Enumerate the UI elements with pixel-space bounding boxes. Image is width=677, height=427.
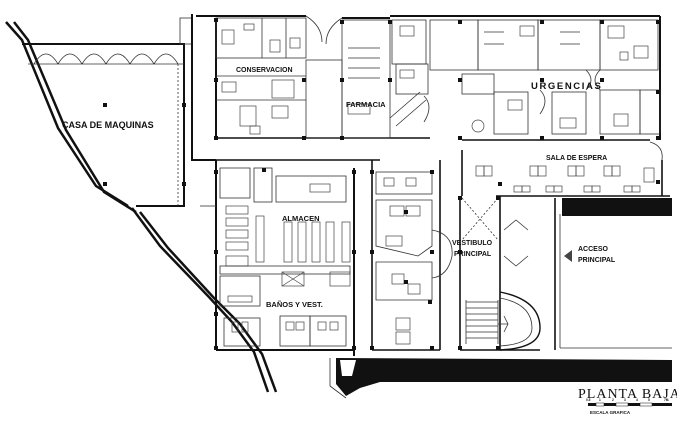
building-shell [191, 14, 672, 356]
acceso-arrow [564, 250, 572, 262]
scale-bar [588, 402, 672, 407]
room-label-conservacion: CONSERVACION [236, 67, 293, 74]
scale-tick: 7M. [664, 398, 669, 402]
room-label-farmacia: FARMACIA [346, 100, 386, 109]
urgencias-block [429, 19, 661, 135]
room-label-almacen: ALMACEN [282, 214, 320, 223]
casa-de-maquinas-room [22, 17, 193, 207]
banos-block [219, 275, 347, 347]
site-boundary [5, 21, 278, 393]
scale-caption: ESCALA GRAFICA [590, 410, 631, 415]
north-arrow-icon [593, 367, 607, 379]
vestibulo-stair [461, 197, 541, 351]
almacen-block [219, 167, 351, 287]
title-block: PLANTA BAJA 0.5 1 2 3 4 5 7M. ESCALA GRA… [578, 367, 677, 415]
structural-columns [214, 18, 660, 350]
sala-de-espera-seating [475, 141, 663, 193]
scale-tick: 4 [636, 398, 638, 402]
scale-tick: 5 [648, 398, 650, 402]
room-label-banos-y-vest: BAÑOS Y VEST. [266, 300, 323, 309]
scale-tick: 3 [624, 398, 626, 402]
room-label-acceso-line2: PRINCIPAL [578, 257, 616, 264]
room-label-vestibulo-line1: VESTIBULO [452, 240, 493, 247]
room-label-vestibulo-line2: PRINCIPAL [454, 251, 492, 258]
paving-bands [329, 198, 672, 399]
room-label-casa-de-maquinas: CASA DE MAQUINAS [62, 120, 154, 130]
plan-title: PLANTA BAJA [578, 387, 677, 402]
room-label-urgencias: URGENCIAS [531, 81, 602, 92]
room-label-acceso-line1: ACCESO [578, 246, 609, 253]
scale-tick: 2 [612, 398, 614, 402]
scale-tick: 0.5 [586, 398, 591, 402]
conservacion-farmacia-block [215, 15, 430, 139]
room-label-sala-de-espera: SALA DE ESPERA [546, 155, 607, 162]
scale-tick: 1 [599, 398, 601, 402]
